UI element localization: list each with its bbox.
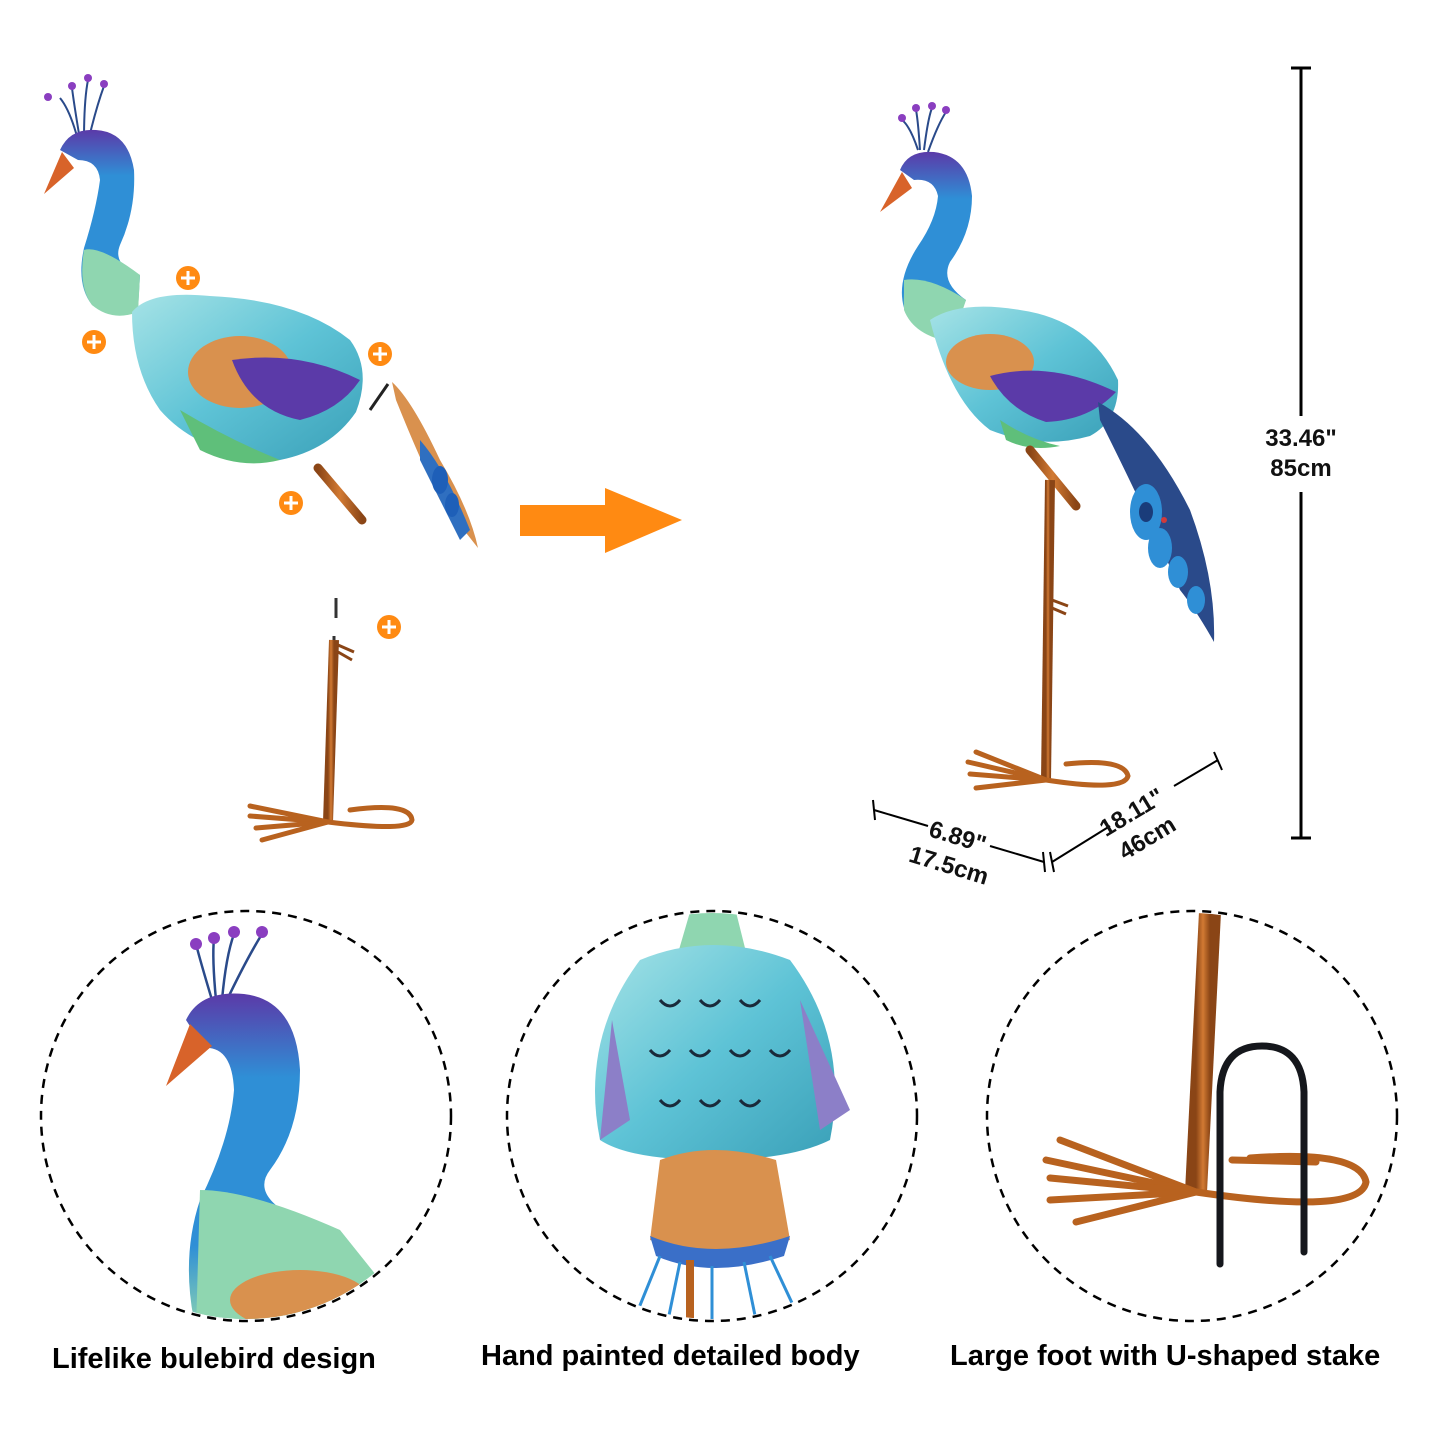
right-arrow-icon [520, 488, 682, 553]
plus-circle-icon [377, 615, 401, 639]
plus-circle-icon [176, 266, 200, 290]
depth-dimension-line [872, 799, 1046, 873]
plus-circle-icon [279, 491, 303, 515]
height-dimension-line [1291, 66, 1311, 840]
height-centimeters: 85cm [1270, 455, 1332, 482]
detail-circle-foot [985, 909, 1399, 1323]
width-dimension-line [1049, 751, 1223, 873]
u-shaped-stake-icon [1216, 1042, 1308, 1268]
plus-circle-icon [368, 342, 392, 366]
caption-foot: Large foot with U-shaped stake [950, 1340, 1381, 1372]
caption-head: Lifelike bulebird design [52, 1343, 376, 1375]
disassembled-peacock [44, 74, 478, 843]
plus-circle-icon [82, 330, 106, 354]
detail-circle-head [39, 909, 453, 1323]
caption-body: Hand painted detailed body [481, 1340, 860, 1372]
height-label: 33.46" 85cm [1240, 424, 1362, 484]
detail-circle-body [505, 909, 919, 1323]
height-inches: 33.46" [1265, 425, 1337, 452]
assembled-peacock [880, 102, 1215, 791]
